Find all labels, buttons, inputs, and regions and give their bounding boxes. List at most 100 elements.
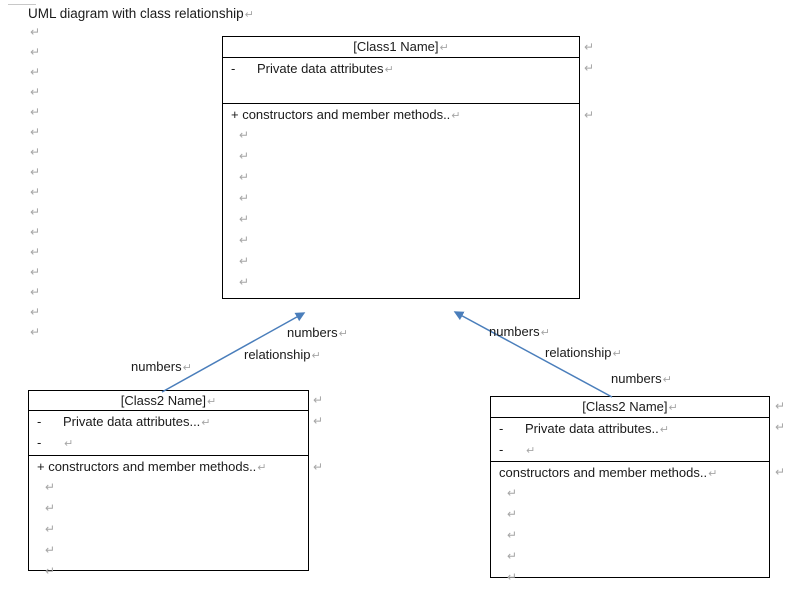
class2-left-methods-compartment: + constructors and member methods.. ↵ ↵ ↵…	[29, 456, 308, 578]
empty-line: ↵	[491, 567, 769, 588]
pilcrow-icon: ↵	[239, 149, 250, 163]
pilcrow-icon: ↵	[45, 543, 56, 557]
pilcrow-icon: ↵	[239, 128, 250, 142]
visibility-marker: -	[37, 435, 42, 450]
empty-line: ↵	[223, 188, 579, 209]
connector-left-label-relationship: relationship↵	[244, 347, 321, 362]
pilcrow-icon: ↵	[507, 570, 518, 584]
uml-class-box-class2-left[interactable]: [Class2 Name]↵ -Private data attributes.…	[28, 390, 309, 578]
empty-line: ↵	[29, 477, 308, 498]
pilcrow-icon: ↵	[507, 549, 518, 563]
pilcrow-icon: ↵	[30, 245, 41, 259]
empty-line: ↵	[223, 251, 579, 272]
uml-class-box-class1[interactable]: [Class1 Name]↵ -Private data attributes↵…	[222, 36, 580, 299]
class2-right-attributes-compartment: -Private data attributes..↵ -↵	[491, 418, 769, 462]
pilcrow-icon: ↵	[30, 325, 41, 339]
class2-left-name: [Class2 Name]↵	[29, 391, 308, 411]
class2-left-attributes-compartment: -Private data attributes...↵ -↵	[29, 411, 308, 456]
class2-right-methods-compartment: constructors and member methods..↵ ↵ ↵ ↵…	[491, 462, 769, 584]
pilcrow-icon: ↵	[313, 393, 324, 407]
pilcrow-icon: ↵	[507, 507, 518, 521]
pilcrow-icon: ↵	[708, 467, 718, 480]
pilcrow-icon: ↵	[439, 41, 449, 54]
class1-attribute-row: -Private data attributes↵	[223, 58, 579, 79]
empty-line: ↵	[223, 230, 579, 251]
pilcrow-icon: ↵	[239, 275, 250, 289]
class1-methods-compartment: + constructors and member methods..↵ ↵ ↵…	[223, 104, 579, 298]
pilcrow-icon: ↵	[64, 437, 74, 450]
class2-left-name-compartment: [Class2 Name]↵	[29, 391, 308, 411]
connector-right-label-numbers-bottom: numbers↵	[611, 371, 672, 386]
empty-line: ↵	[223, 272, 579, 293]
connector-left-label-numbers-bottom: numbers↵	[131, 359, 192, 374]
class1-method-text: + constructors and member methods..	[231, 107, 451, 122]
empty-line: ↵	[223, 146, 579, 167]
pilcrow-icon: ↵	[244, 8, 254, 21]
pilcrow-icon: ↵	[201, 416, 211, 429]
pilcrow-icon: ↵	[775, 420, 786, 434]
pilcrow-icon: ↵	[239, 233, 250, 247]
connector-label-text: relationship	[244, 347, 311, 362]
connector-label-text: numbers	[611, 371, 662, 386]
pilcrow-icon: ↵	[30, 65, 41, 79]
pilcrow-icon: ↵	[338, 327, 348, 340]
uml-class-box-class2-right[interactable]: [Class2 Name]↵ -Private data attributes.…	[490, 396, 770, 584]
pilcrow-icon: ↵	[45, 501, 56, 515]
class1-attributes-compartment: -Private data attributes↵	[223, 58, 579, 104]
class2-left-attribute-row: -↵	[29, 432, 308, 453]
connector-right-label-relationship: relationship↵	[545, 345, 622, 360]
pilcrow-icon: ↵	[311, 349, 321, 362]
pilcrow-icon: ↵	[526, 444, 536, 457]
pilcrow-icon: ↵	[45, 522, 56, 536]
pilcrow-icon: ↵	[313, 414, 324, 428]
empty-line: ↵	[491, 525, 769, 546]
pilcrow-icon: ↵	[659, 423, 669, 436]
pilcrow-icon: ↵	[239, 254, 250, 268]
pilcrow-icon: ↵	[30, 165, 41, 179]
pilcrow-icon: ↵	[662, 373, 672, 386]
pilcrow-icon: ↵	[30, 105, 41, 119]
class2-right-method-row: constructors and member methods..↵	[491, 462, 769, 483]
pilcrow-icon: ↵	[207, 395, 217, 408]
connector-right-label-numbers-top: numbers↵	[489, 324, 550, 339]
class2-right-attribute-row: - Private data attributes..↵	[491, 418, 769, 439]
empty-line: ↵	[29, 498, 308, 519]
pilcrow-icon: ↵	[30, 285, 41, 299]
class2-left-attribute-row: -Private data attributes...↵	[29, 411, 308, 432]
class1-method-row: + constructors and member methods..↵	[223, 104, 579, 125]
pilcrow-icon: ↵	[30, 45, 41, 59]
visibility-marker: -	[499, 421, 504, 436]
class2-right-attribute-text: Private data attributes..	[525, 421, 659, 436]
pilcrow-icon: ↵	[30, 205, 41, 219]
pilcrow-icon: ↵	[30, 145, 41, 159]
pilcrow-icon: ↵	[612, 347, 622, 360]
class1-name-compartment: [Class1 Name]↵	[223, 37, 579, 58]
visibility-marker: -	[231, 61, 236, 76]
pilcrow-icon: ↵	[451, 109, 461, 122]
pilcrow-icon: ↵	[507, 528, 518, 542]
pilcrow-icon: ↵	[30, 25, 41, 39]
connector-left-label-numbers-top: numbers↵	[287, 325, 348, 340]
class2-right-attribute-row: -↵	[491, 439, 769, 460]
empty-line: ↵	[29, 540, 308, 561]
connector-label-text: numbers	[131, 359, 182, 374]
pilcrow-icon: ↵	[45, 480, 56, 494]
class2-right-method-text: constructors and member methods..	[499, 465, 708, 480]
pilcrow-icon: ↵	[239, 191, 250, 205]
pilcrow-icon: ↵	[30, 265, 41, 279]
class1-name: [Class1 Name]↵	[223, 37, 579, 57]
class2-left-method-text: + constructors and member methods..	[37, 459, 257, 474]
pilcrow-icon: ↵	[182, 361, 192, 374]
pilcrow-icon: ↵	[507, 486, 518, 500]
empty-line: ↵	[223, 167, 579, 188]
pilcrow-icon: ↵	[584, 108, 595, 122]
connector-label-text: numbers	[287, 325, 338, 340]
connector-label-text: numbers	[489, 324, 540, 339]
empty-line: ↵	[29, 561, 308, 582]
empty-line: ↵	[223, 125, 579, 146]
page-title-text: UML diagram with class relationship	[28, 6, 244, 21]
pilcrow-icon: ↵	[30, 185, 41, 199]
class1-name-text: [Class1 Name]	[353, 39, 439, 54]
pilcrow-icon: ↵	[668, 401, 678, 414]
